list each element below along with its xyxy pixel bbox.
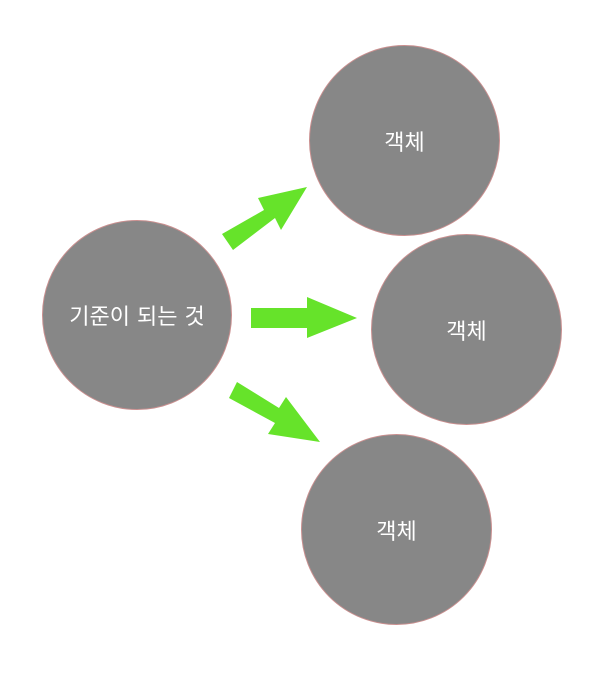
- source-node: 기준이 되는 것: [42, 220, 232, 410]
- arrow-icon: [229, 382, 320, 442]
- target-node: 객체: [309, 45, 500, 236]
- target-node-label: 객체: [384, 130, 425, 156]
- target-node-label: 객체: [376, 519, 417, 545]
- target-node: 객체: [301, 434, 492, 625]
- source-node-label: 기준이 되는 것: [69, 305, 205, 330]
- target-node-label: 객체: [446, 319, 487, 345]
- arrow-icon: [251, 297, 357, 338]
- arrow-icon: [222, 187, 307, 250]
- target-node: 객체: [371, 234, 562, 425]
